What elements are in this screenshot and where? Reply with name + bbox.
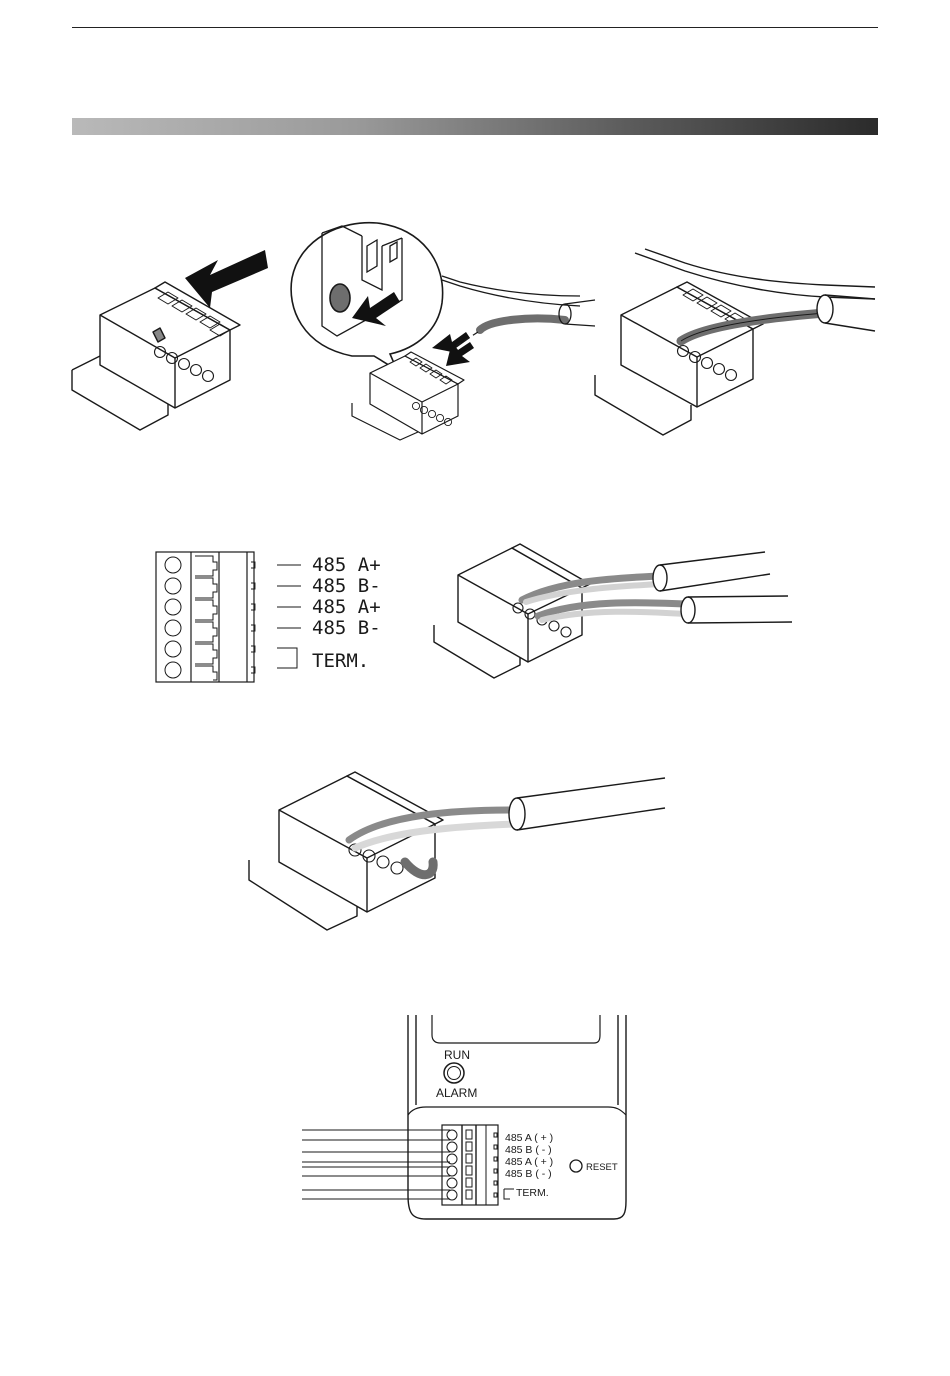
termination-loop-illustration — [245, 770, 665, 945]
panel-label-1: 485 A ( + ) — [505, 1132, 553, 1144]
panel-label-2: 485 B ( - ) — [505, 1144, 552, 1156]
terminal-label-term: TERM. — [312, 650, 369, 672]
run-label: RUN — [444, 1048, 470, 1062]
step1-connector-illustration — [60, 230, 280, 440]
panel-label-3: 485 A ( + ) — [505, 1156, 553, 1168]
alarm-label: ALARM — [436, 1086, 477, 1100]
terminal-label-diagram: 485 A+ 485 B- 485 A+ 485 B- TERM. — [155, 548, 415, 688]
reset-button[interactable] — [570, 1160, 582, 1172]
device-front-panel: RUN ALARM 485 A ( + ) 485 B ( - ) 485 A … — [300, 1015, 630, 1225]
wire-insert-arrow-icon — [446, 342, 474, 366]
wire-insertion-illustration — [440, 268, 600, 368]
header-rule — [72, 27, 878, 28]
panel-label-term: TERM. — [516, 1187, 549, 1199]
terminal-label-1: 485 A+ — [312, 554, 381, 576]
terminal-label-3: 485 A+ — [312, 596, 381, 618]
insert-arrow-icon — [185, 250, 268, 308]
terminal-label-2: 485 B- — [312, 575, 381, 597]
panel-label-4: 485 B ( - ) — [505, 1168, 552, 1180]
terminal-label-4: 485 B- — [312, 617, 381, 639]
step3-wired-connector-illustration — [585, 245, 885, 445]
two-cable-connector-illustration — [430, 540, 800, 700]
reset-label: RESET — [586, 1162, 618, 1173]
section-title-bar — [72, 118, 878, 135]
